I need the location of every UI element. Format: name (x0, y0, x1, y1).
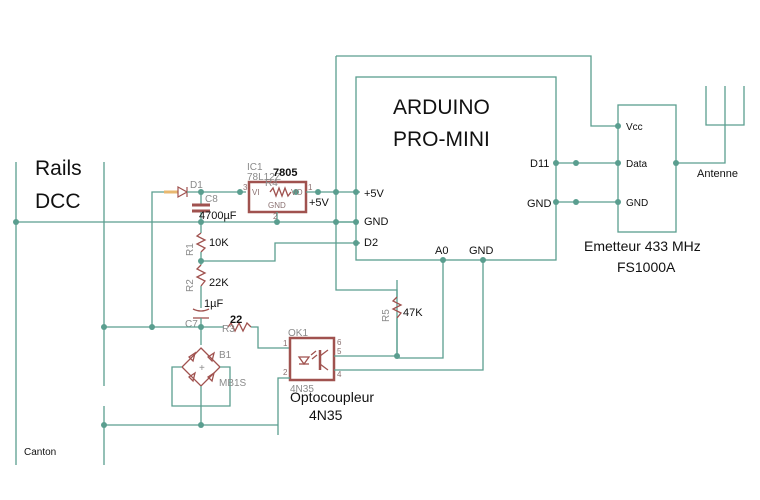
capacitor-c8 (192, 192, 210, 225)
ok1-pin-5: 5 (337, 347, 342, 356)
tx-pin-vcc: Vcc (626, 122, 643, 133)
arduino-pin-d2: D2 (364, 237, 378, 249)
vcc-wire (336, 55, 618, 127)
optocoupler-ok1 (277, 260, 484, 435)
ic1-output: +5V (309, 197, 330, 209)
r5-ref: R5 (381, 309, 392, 322)
rails-label-2: DCC (35, 190, 81, 213)
transmitter-block (615, 86, 745, 233)
bridge-ref: B1 (219, 350, 232, 361)
r1-value: 10K (209, 237, 229, 249)
ic1-model: 78L12Z (247, 172, 281, 183)
r3-value: 22 (230, 314, 242, 326)
rails-label-1: Rails (35, 157, 82, 180)
ok1-pin-6: 6 (337, 338, 342, 347)
ok1-pin-4: 4 (337, 370, 342, 379)
c8-ref: C8 (205, 194, 218, 205)
tx-pin-gnd: GND (626, 198, 648, 209)
r2-ref: R2 (185, 279, 196, 292)
r1-ref: R1 (185, 243, 196, 256)
ic1-pin-gnd: 2 (273, 212, 278, 221)
diode-d1 (151, 185, 246, 330)
ok1-model: 4N35 (290, 384, 314, 395)
c8-value: 4700µF (199, 210, 237, 222)
canton-label: Canton (24, 447, 56, 458)
ic1-inner-ref: R4 (265, 178, 278, 189)
ok1-pin-2: 2 (283, 368, 288, 377)
r2-value: 22K (209, 277, 229, 289)
r3-ref: R3 (222, 324, 235, 335)
resistor-r3 (227, 321, 290, 349)
arduino-pin-a0: A0 (435, 245, 448, 257)
transmitter-model: FS1000A (617, 259, 676, 275)
ic1-pin-in: 3 (243, 183, 248, 192)
arduino-pin-gnd-right: GND (527, 198, 552, 210)
c7-value: 1µF (204, 298, 223, 310)
arduino-title-2: PRO-MINI (393, 128, 490, 151)
optocoupler-model-label: 4N35 (309, 407, 343, 423)
arduino-block (333, 76, 559, 263)
c7-ref: C7 (185, 319, 198, 330)
ic1-gnd: GND (268, 201, 286, 210)
bridge-model: MB1S (219, 378, 247, 389)
tx-pin-data: Data (626, 159, 648, 170)
rails-wires (13, 162, 355, 465)
ok1-ref: OK1 (288, 328, 308, 339)
resistor-divider (192, 222, 360, 345)
ic1-pin-out: 1 (308, 183, 313, 192)
arduino-pin-gnd-left: GND (364, 216, 389, 228)
ic1-ref: IC1 (247, 162, 263, 173)
ok1-pin-1: 1 (283, 339, 288, 348)
transmitter-title: Emetteur 433 MHz (584, 238, 701, 254)
arduino-pin-gnd-bottom: GND (469, 245, 494, 257)
resistor-r5 (335, 56, 444, 359)
arduino-title-1: ARDUINO (393, 96, 490, 119)
arduino-pin-5v: +5V (364, 188, 385, 200)
arduino-pin-d11: D11 (530, 158, 549, 170)
ic1-vo: VO (291, 188, 303, 197)
r5-value: 47K (403, 307, 423, 319)
bridge-b1 (101, 347, 278, 428)
bridge-plus: + (199, 363, 205, 374)
antenna-label: Antenne (697, 168, 738, 180)
c7-bus (101, 324, 224, 330)
optocoupler-label: Optocoupleur (290, 389, 374, 405)
ic1-vi: VI (252, 188, 260, 197)
d1-ref: D1 (190, 180, 203, 191)
ic1-value: 7805 (273, 167, 297, 179)
